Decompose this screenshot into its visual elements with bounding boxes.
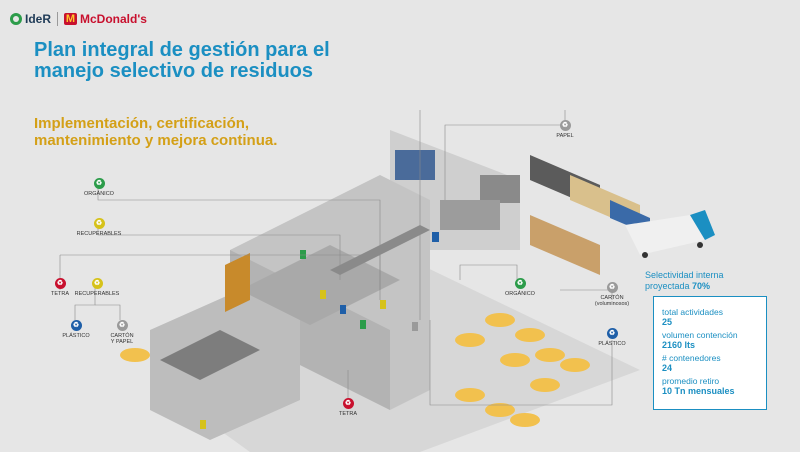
mcdonalds-logo-text: McDonald's: [80, 12, 147, 26]
label-recuperables-left-text: RECUPERABLES: [74, 291, 120, 297]
stat-name: volumen contención: [662, 330, 738, 340]
stat-value: 24: [662, 363, 673, 373]
stat-value: 2160 lts: [662, 340, 696, 350]
label-carton-papel: ♻ CARTÓN Y PAPEL: [102, 320, 142, 345]
page-title: Plan integral de gestión para el manejo …: [34, 39, 330, 82]
label-plastico-right-text: PLÁSTICO: [598, 341, 626, 347]
stat-contenedores: # contenedores 24: [662, 353, 758, 374]
stat-name: total actividades: [662, 307, 723, 317]
carton-icon: ♻: [116, 320, 128, 331]
label-carton-vol-line2: (voluminosos): [594, 301, 630, 307]
label-plastico-right: ♻ PLÁSTICO: [592, 328, 632, 347]
stat-promedio-retiro: promedio retiro 10 Tn mensuales: [662, 376, 758, 397]
organic-icon: ♻: [93, 178, 105, 189]
stats-panel: total actividades 25 volumen contención …: [653, 296, 767, 410]
label-papel-text: PAPEL: [556, 133, 574, 139]
stat-name: promedio retiro: [662, 376, 720, 386]
label-tetra-left: ♻ TETRA: [44, 278, 76, 297]
label-organico-top: ♻ ORGÁNICO: [76, 178, 122, 197]
mcdonalds-logo: M McDonald's: [64, 12, 147, 26]
ider-logo-icon: [10, 13, 22, 25]
stat-value: 10 Tn mensuales: [662, 386, 735, 396]
stat-value: 25: [662, 317, 673, 327]
label-organico-top-text: ORGÁNICO: [84, 191, 114, 197]
label-tetra-bottom-text: TETRA: [338, 411, 358, 417]
page-subtitle: Implementación, certificación, mantenimi…: [34, 115, 278, 149]
selectivity-value: 70%: [692, 281, 711, 291]
recoverable-icon: ♻: [93, 218, 105, 229]
label-carton-vol-line1: CARTÓN: [600, 295, 624, 301]
recoverable-icon: ♻: [91, 278, 103, 289]
label-organico-right: ♻ ORGÁNICO: [500, 278, 540, 297]
label-carton-papel-line2: Y PAPEL: [110, 339, 134, 345]
stat-total-actividades: total actividades 25: [662, 307, 758, 328]
label-recuperables-left: ♻ RECUPERABLES: [70, 278, 124, 297]
tetra-icon: ♻: [342, 398, 354, 409]
label-papel: ♻ PAPEL: [548, 120, 582, 139]
label-recuperables-top-text: RECUPERABLES: [76, 231, 122, 237]
selectivity-label-line1: Selectividad interna: [645, 270, 724, 280]
selectivity-label: Selectividad interna proyectada 70%: [645, 270, 724, 292]
label-tetra-left-text: TETRA: [50, 291, 70, 297]
mcdonalds-logo-icon: M: [64, 13, 78, 25]
tetra-icon: ♻: [54, 278, 66, 289]
label-tetra-bottom: ♻ TETRA: [332, 398, 364, 417]
plastic-icon: ♻: [606, 328, 618, 339]
stat-name: # contenedores: [662, 353, 721, 363]
ider-logo-text: IdeR: [25, 12, 52, 26]
label-plastico-left-text: PLÁSTICO: [62, 333, 90, 339]
label-carton-voluminosos: ♻ CARTÓN (voluminosos): [588, 282, 636, 307]
label-plastico-left: ♻ PLÁSTICO: [58, 320, 94, 339]
organic-icon: ♻: [514, 278, 526, 289]
label-organico-right-text: ORGÁNICO: [505, 291, 535, 297]
plastic-icon: ♻: [70, 320, 82, 331]
label-recuperables-top: ♻ RECUPERABLES: [72, 218, 126, 237]
logo-divider: [57, 12, 59, 26]
stat-volumen-contencion: volumen contención 2160 lts: [662, 330, 758, 351]
ider-logo: IdeR: [10, 12, 51, 26]
label-carton-papel-line1: CARTÓN: [110, 333, 134, 339]
selectivity-label-line2: proyectada: [645, 281, 690, 291]
paper-recycle-icon: ♻: [559, 120, 571, 131]
carton-icon: ♻: [606, 282, 618, 293]
header-logos: IdeR M McDonald's: [10, 12, 147, 26]
